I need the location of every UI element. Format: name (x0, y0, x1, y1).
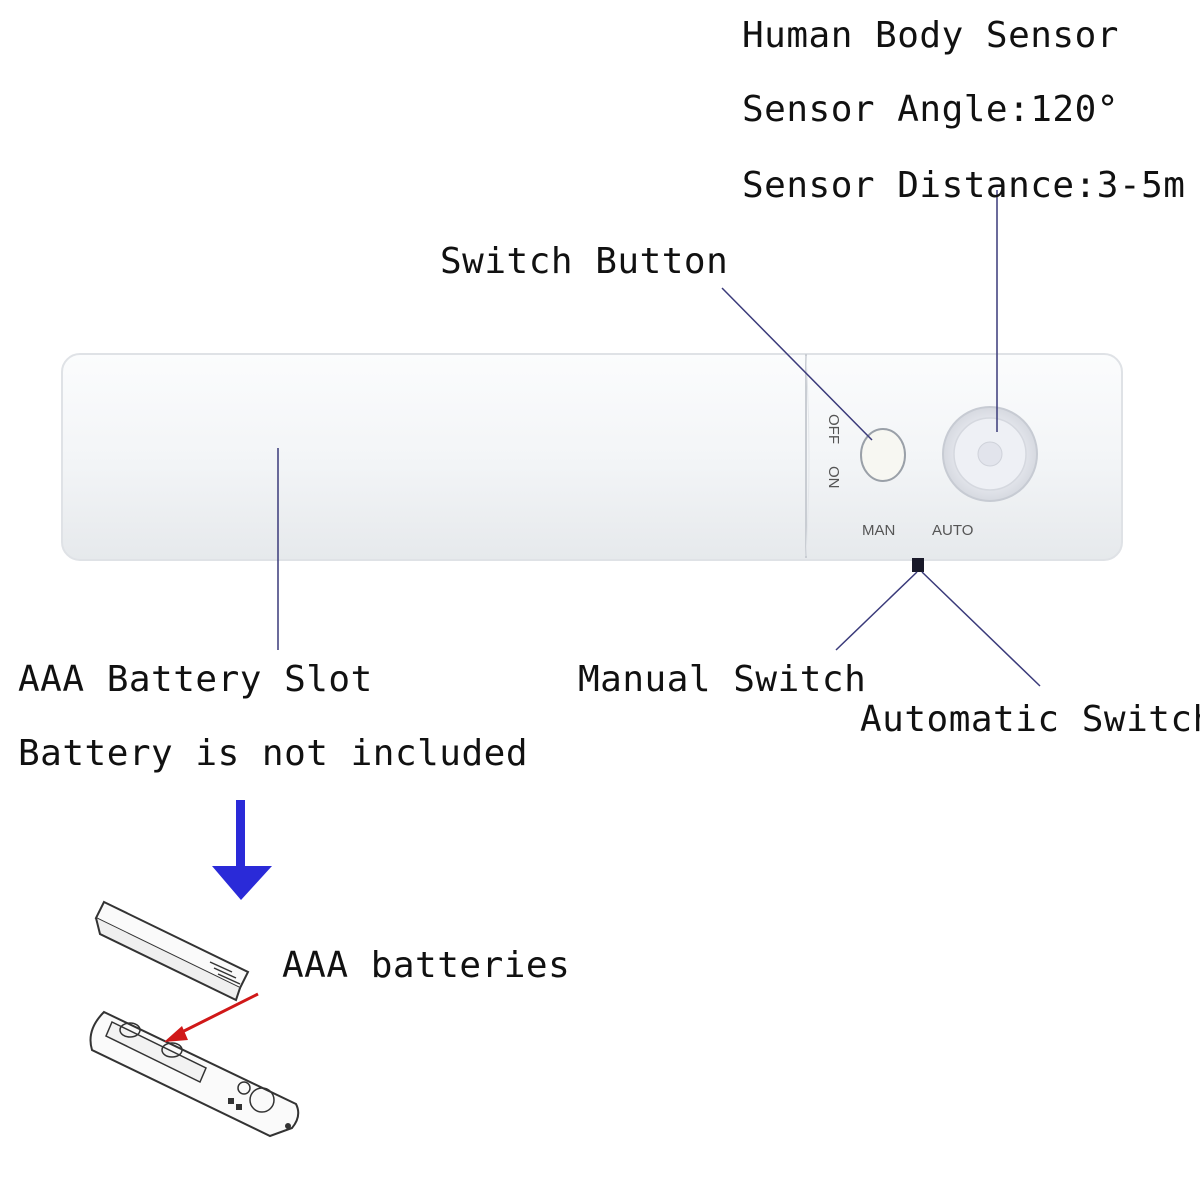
on-label: ON (825, 466, 842, 489)
battery-cover (94, 900, 250, 1002)
leader-lines (277, 190, 1041, 687)
night-light-device (61, 353, 1123, 561)
automatic-switch-leader (921, 571, 1041, 687)
switch-button-leader (721, 287, 873, 441)
battery-holder (89, 1010, 300, 1138)
automatic-switch-label: Automatic Switch (860, 700, 1200, 740)
battery-slot-label: AAA Battery Slot (18, 659, 373, 700)
sensor-angle-label: Sensor Angle:120° (742, 89, 1119, 130)
motion-sensor (942, 406, 1038, 502)
sensor-distance-label: Sensor Distance:3-5m (742, 165, 1186, 206)
off-label: OFF (825, 414, 842, 444)
auto-label: AUTO (932, 522, 974, 539)
manual-switch-leader (835, 571, 918, 651)
battery-note-label: Battery is not included (18, 733, 528, 774)
aaa-batteries-label: AAA batteries (282, 945, 571, 986)
down-arrow-icon (212, 800, 272, 900)
red-arrow-icon (164, 992, 259, 1042)
sensor-type-label: Human Body Sensor (742, 15, 1119, 56)
switch-button (860, 428, 906, 482)
man-label: MAN (862, 522, 896, 539)
manual-switch-label: Manual Switch (578, 659, 867, 700)
switch-button-label: Switch Button (440, 241, 729, 282)
mode-slide-switch (912, 558, 924, 572)
